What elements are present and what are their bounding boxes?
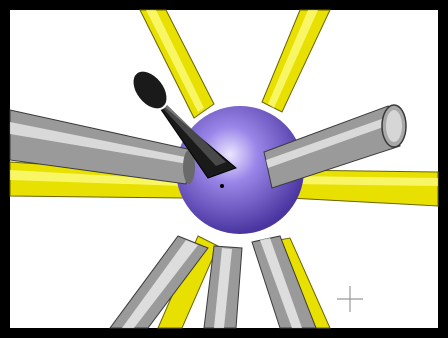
yellow-bond-top-right [261,9,331,113]
gray-bond-left [9,109,195,185]
gray-bond-bottom-left [109,235,209,329]
atom-marker-dot [220,184,224,188]
central-atom-sphere[interactable] [176,106,304,234]
gray-bond-bottom-right [251,235,317,329]
yellow-bond-top-left [139,9,215,119]
black-bond [131,69,237,179]
yellow-bond-right [289,169,439,207]
gray-bond-right [263,104,407,189]
crosshair-icon [337,286,363,312]
gray-bond-bottom-center [203,245,243,329]
